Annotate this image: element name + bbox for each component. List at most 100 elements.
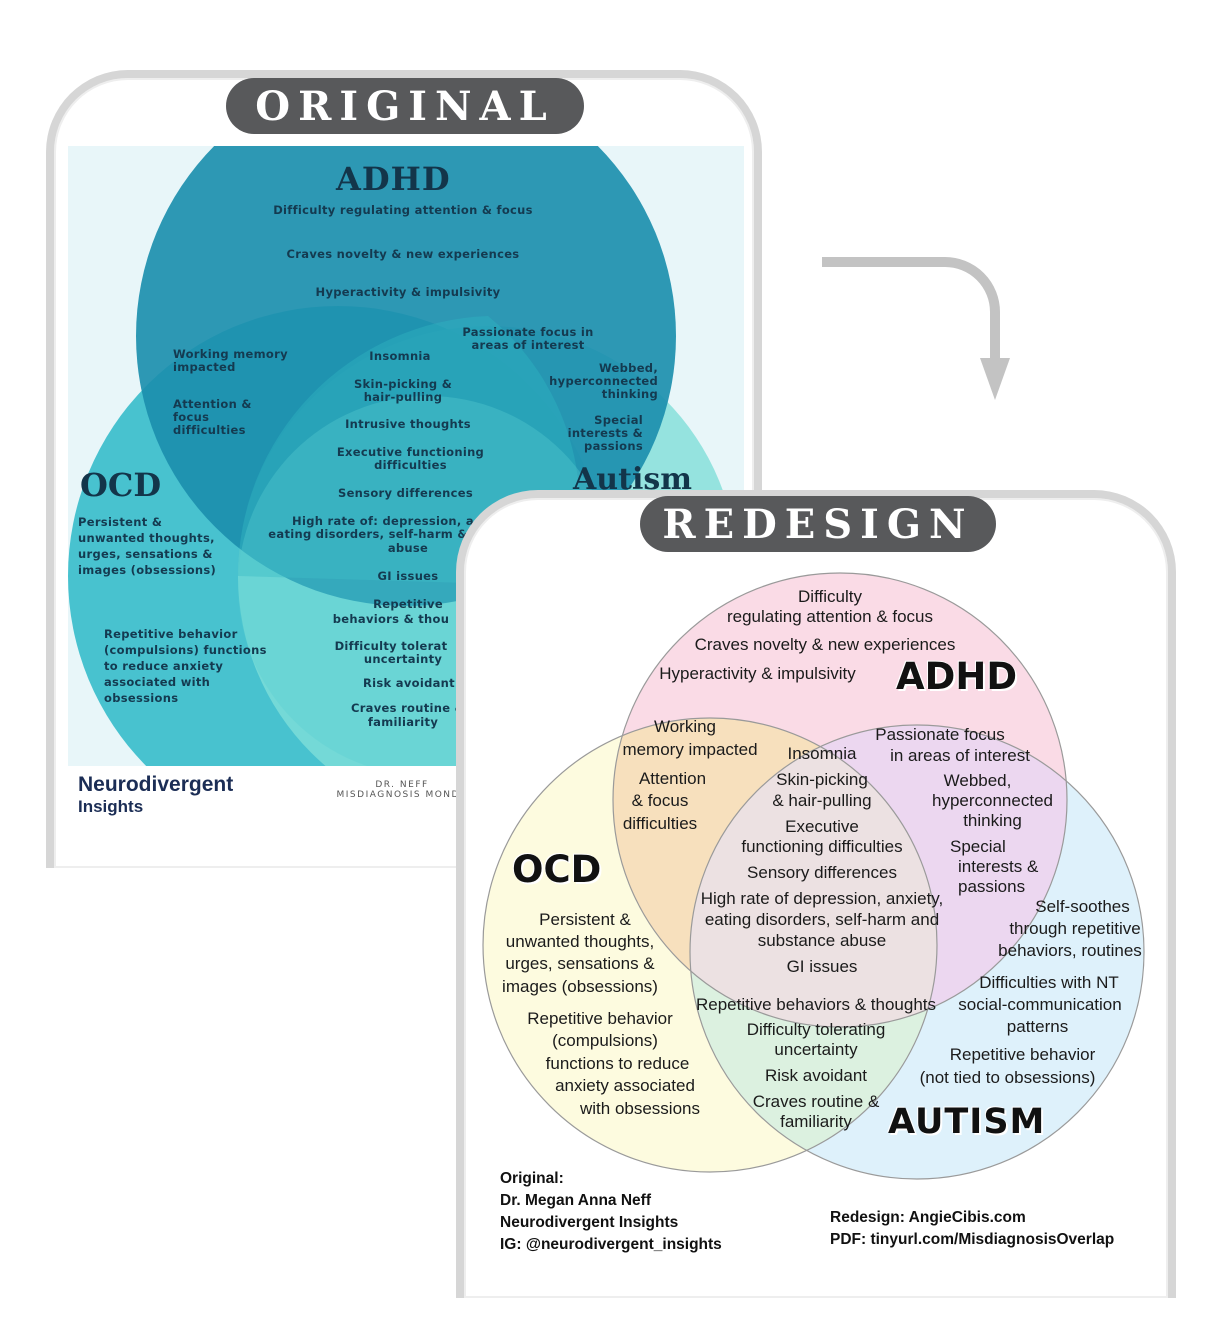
redesign-adhd-autism-item: Passionate focus xyxy=(875,725,1005,744)
original-logo: Neurodivergent Insights xyxy=(78,774,233,818)
original-center-item: Insomnia xyxy=(369,349,431,363)
original-center-item: Sensory differences xyxy=(338,486,473,500)
original-adhd-autism-item: Webbed, hyperconnected thinking xyxy=(549,361,658,401)
original-ocd-autism-item: familiarity xyxy=(367,715,439,729)
original-adhd-item: Difficulty regulating attention & focus xyxy=(273,203,533,217)
original-adhd-ocd-item: Working memory impacted xyxy=(173,347,288,374)
credit-line: Neurodivergent Insights xyxy=(500,1214,679,1231)
redesign-adhd-autism-item: hyperconnected xyxy=(932,791,1053,810)
redesign-center-item: GI issues xyxy=(786,957,858,976)
original-logo-line: Neurodivergent xyxy=(78,773,234,796)
original-center-item: High rate of: depression, a xyxy=(292,514,474,528)
redesign-adhd-item: regulating attention & focus xyxy=(726,607,934,626)
original-center-item: eating disorders, self-harm & xyxy=(268,527,468,541)
redesign-ocd-item: (compulsions) xyxy=(552,1031,658,1050)
redesign-center-overlap xyxy=(690,725,937,1027)
redesign-adhd-ocd-item: Attention xyxy=(638,769,707,788)
redesign-ocd-autism-item: Difficulty tolerating xyxy=(746,1020,886,1039)
redesign-center-item: substance abuse xyxy=(757,931,887,950)
credit-line: Original: xyxy=(500,1170,564,1187)
redesign-adhd-ocd-item: & focus xyxy=(631,791,689,810)
redesign-autism-item: Difficulties with NT xyxy=(979,973,1119,992)
original-center-item: Executive functioning difficulties xyxy=(336,445,485,472)
original-footer-line: DR. NEFF xyxy=(375,780,429,790)
original-credits: Original: Dr. Megan Anna Neff Neurodiver… xyxy=(500,1168,760,1256)
redesign-adhd-autism-item: passions xyxy=(958,877,1026,896)
original-ocd-autism-item: Craves routine & xyxy=(350,701,466,715)
original-adhd-title: ADHD xyxy=(336,160,451,198)
redesign-center-item: eating disorders, self-harm and xyxy=(704,910,940,929)
redesign-ocd-item: images (obsessions) xyxy=(502,977,658,996)
redesign-ocd-item: Repetitive behavior xyxy=(527,1009,673,1028)
redesign-adhd-ocd-item: Working xyxy=(653,717,717,736)
redesign-ocd-autism-item: Repetitive behaviors & thoughts xyxy=(695,995,937,1014)
redesign-autism-item: Repetitive behavior xyxy=(949,1045,1096,1064)
original-ocd-item: Persistent & unwanted thoughts, urges, s… xyxy=(78,515,217,577)
redesign-autism-item: (not tied to obsessions) xyxy=(919,1068,1096,1087)
redesign-ocd-item: Persistent & xyxy=(539,910,631,929)
redesign-ocd-autism-item: Craves routine & xyxy=(752,1092,880,1111)
redesign-autism-item: through repetitive xyxy=(1009,919,1141,938)
redesign-autism-item: Self-soothes xyxy=(1035,897,1130,916)
redesign-center-item: & hair-pulling xyxy=(772,791,872,810)
original-adhd-item: Hyperactivity & impulsivity xyxy=(315,285,501,299)
original-adhd-autism-item: Special interests & passions xyxy=(567,413,643,453)
redesign-adhd-title: ADHD xyxy=(896,655,1018,698)
redesign-ocd-autism-item: familiarity xyxy=(780,1112,852,1131)
redesign-autism-item: social-communication xyxy=(958,995,1122,1014)
redesign-center-item: Skin-picking xyxy=(776,770,868,789)
redesign-adhd-autism-item: Webbed, xyxy=(943,771,1012,790)
redesign-adhd-ocd-item: memory impacted xyxy=(622,740,758,759)
credit-line: IG: @neurodivergent_insights xyxy=(500,1236,722,1253)
original-ocd-autism-item: behaviors & thou xyxy=(332,612,450,626)
redesign-ocd-item: with obsessions xyxy=(579,1099,700,1118)
redesign-ocd-item: anxiety associated xyxy=(555,1076,695,1095)
redesign-credits: Redesign: AngieCibis.com PDF: tinyurl.co… xyxy=(830,1207,1150,1251)
redesign-center-item: High rate of depression, anxiety, xyxy=(700,889,944,908)
credit-line: Dr. Megan Anna Neff xyxy=(500,1192,651,1209)
original-ocd-autism-item: Repetitive xyxy=(373,597,443,611)
redesign-autism-item: patterns xyxy=(1006,1017,1069,1036)
redesign-adhd-item: Craves novelty & new experiences xyxy=(694,635,956,654)
redesign-autism-title: AUTISM xyxy=(888,1102,1046,1142)
redesign-adhd-item: Difficulty xyxy=(798,587,862,606)
original-banner: ORIGINAL xyxy=(226,78,584,134)
original-adhd-item: Craves novelty & new experiences xyxy=(286,247,520,261)
redesign-center-item: Sensory differences xyxy=(747,863,897,882)
redesign-adhd-item: Hyperactivity & impulsivity xyxy=(659,664,856,683)
redesign-center-item: Executive xyxy=(785,817,859,836)
redesign-adhd-ocd-item: difficulties xyxy=(622,814,698,833)
original-ocd-autism-item: Risk avoidant xyxy=(363,676,455,690)
redesign-adhd-autism-item: Special xyxy=(950,837,1006,856)
original-footer: DR. NEFF MISDIAGNOSIS MONDA xyxy=(302,780,502,800)
original-center-item: GI issues xyxy=(377,569,439,583)
redesign-ocd-title: OCD xyxy=(512,848,602,891)
redesign-adhd-autism-item: interests & xyxy=(958,857,1039,876)
credit-line: Redesign: AngieCibis.com xyxy=(830,1209,1026,1226)
redesign-ocd-item: unwanted thoughts, xyxy=(505,932,655,951)
redesign-adhd-autism-item: thinking xyxy=(963,811,1022,830)
redesign-banner: REDESIGN xyxy=(640,496,996,552)
original-ocd-autism-item: Difficulty tolerat xyxy=(334,639,448,653)
original-center-item: Intrusive thoughts xyxy=(345,417,471,431)
original-logo-line: Insights xyxy=(78,797,144,816)
redesign-center-item: functioning difficulties xyxy=(741,837,903,856)
redesign-ocd-item: functions to reduce xyxy=(545,1054,690,1073)
original-footer-line: MISDIAGNOSIS MONDA xyxy=(336,790,468,800)
original-ocd-title: OCD xyxy=(80,466,162,504)
redesign-autism-item: behaviors, routines xyxy=(998,941,1142,960)
original-center-item: Skin-picking & hair-pulling xyxy=(353,377,453,404)
original-ocd-item: Repetitive behavior (compulsions) functi… xyxy=(104,627,267,705)
redesign-center-item: Insomnia xyxy=(787,744,857,763)
transition-arrow-icon xyxy=(822,257,1010,400)
redesign-ocd-item: urges, sensations & xyxy=(505,954,655,973)
original-ocd-autism-item: uncertainty xyxy=(363,652,443,666)
original-adhd-autism-item: Passionate focus in areas of interest xyxy=(462,325,594,352)
credit-line: PDF: tinyurl.com/MisdiagnosisOverlap xyxy=(830,1231,1115,1248)
redesign-ocd-autism-item: uncertainty xyxy=(774,1040,858,1059)
original-center-item: abuse xyxy=(387,541,429,555)
redesign-ocd-autism-item: Risk avoidant xyxy=(764,1066,868,1085)
original-adhd-ocd-item: Attention & focus difficulties xyxy=(173,397,252,437)
redesign-adhd-autism-item: in areas of interest xyxy=(890,746,1030,765)
